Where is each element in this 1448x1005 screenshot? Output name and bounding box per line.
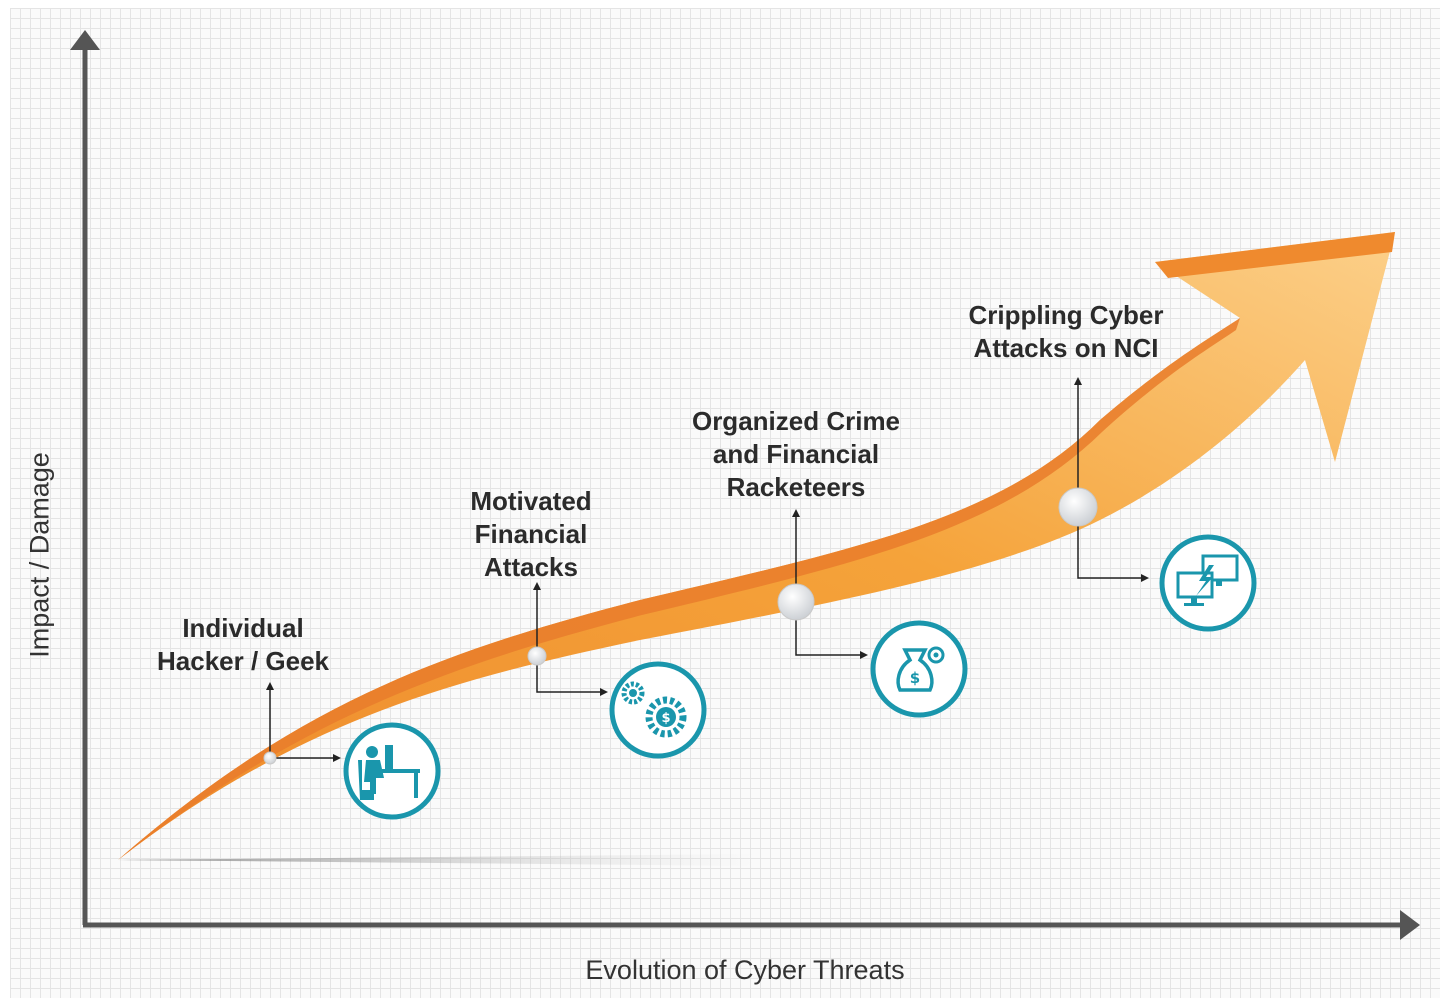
- attacked-computers-icon: [1159, 534, 1257, 632]
- y-axis-label: Impact / Damage: [24, 452, 55, 658]
- stage-4-label: Crippling Cyber Attacks on NCI: [968, 300, 1164, 363]
- money-bag-icon: $: [870, 620, 968, 718]
- grid-background: [10, 8, 1440, 998]
- money-gears-icon: $: [609, 661, 707, 759]
- person-at-computer-icon: [343, 722, 441, 820]
- x-axis: [83, 910, 1420, 940]
- stage-1-node: [263, 751, 277, 765]
- stage-1-label: Individual Hacker / Geek: [156, 613, 330, 676]
- arrow-shadow: [118, 854, 760, 866]
- stage-3: $: [777, 509, 968, 718]
- growth-arrow-head-edge: [1155, 232, 1395, 278]
- svg-text:$: $: [910, 669, 920, 687]
- stage-3-label: Organized Crime and Financial Racketeers: [691, 406, 901, 502]
- y-axis: [70, 30, 100, 925]
- stage-2: $: [527, 582, 707, 759]
- stage-3-node: [777, 583, 815, 621]
- stage-2-node: [527, 646, 547, 666]
- stage-1: [263, 682, 441, 820]
- stage-2-label: Motivated Financial Attacks: [470, 486, 592, 582]
- svg-text:$: $: [661, 711, 670, 726]
- growth-arrow-edge: [118, 318, 1240, 860]
- x-axis-label: Evolution of Cyber Threats: [585, 955, 905, 985]
- stage-4: [1058, 377, 1257, 632]
- growth-arrow-body: [118, 232, 1395, 860]
- stage-4-node: [1058, 487, 1098, 527]
